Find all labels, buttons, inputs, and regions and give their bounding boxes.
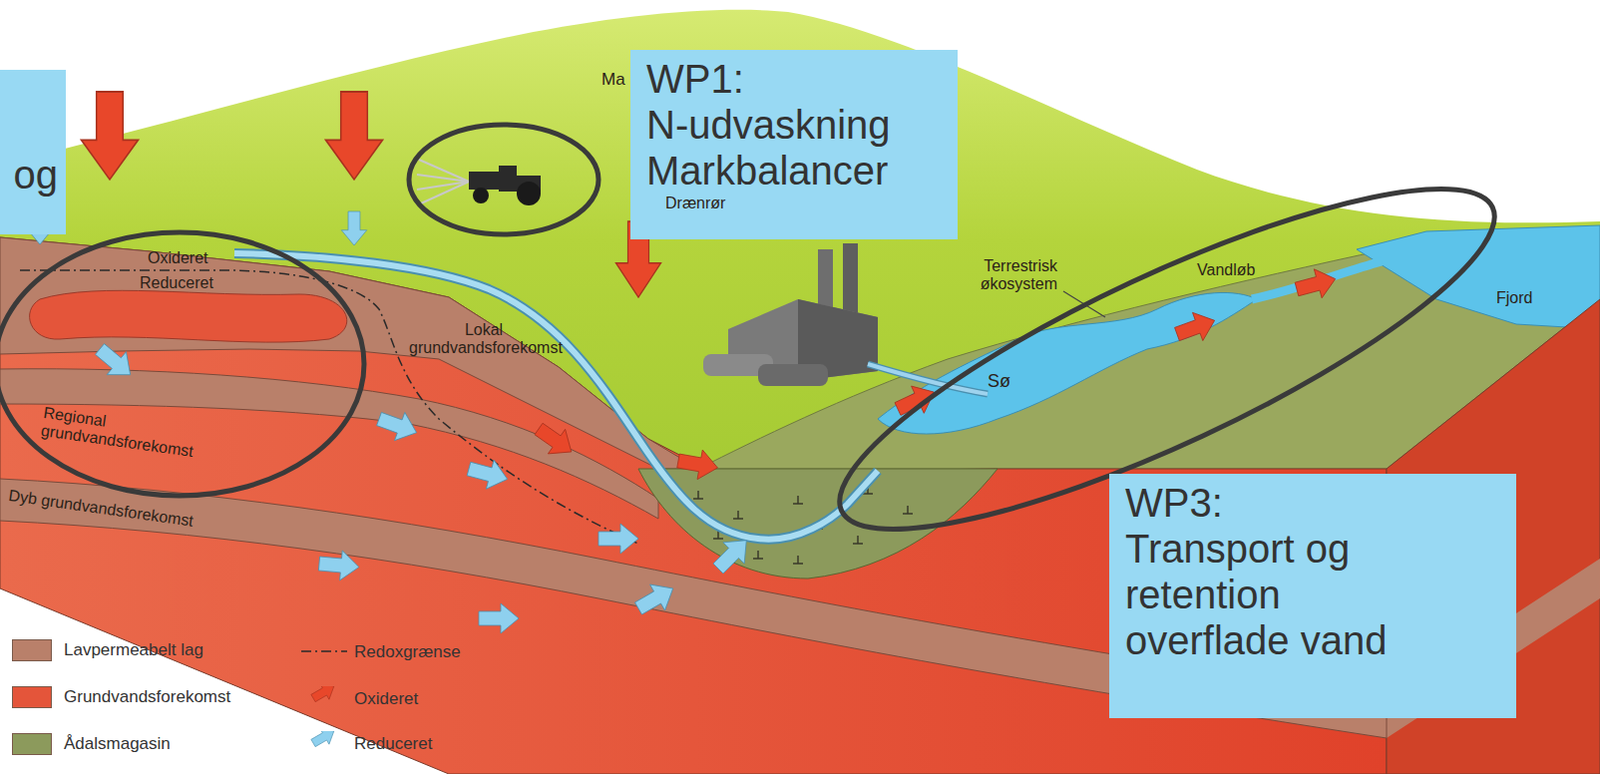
legend-text: Redoxgrænse xyxy=(354,642,461,663)
map-label: Reduceret xyxy=(139,274,214,293)
map-label: Sø xyxy=(987,371,1011,392)
work-package-box: WP3:Transport og retention overflade van… xyxy=(1109,473,1517,719)
map-label: Drænrør xyxy=(665,194,726,213)
map-label: Lokal grundvandsforekomst xyxy=(408,321,559,358)
legend-swatch xyxy=(11,733,52,756)
legend-text: Ådalsmagasin xyxy=(63,734,171,755)
map-label: Oxideret xyxy=(147,249,208,268)
work-package-box: og xyxy=(0,69,66,235)
box-heading: WP3: xyxy=(1125,479,1507,526)
legend-sample xyxy=(299,731,350,756)
legend-swatch xyxy=(11,686,52,709)
legend-text: Oxideret xyxy=(354,689,418,710)
legend-swatch xyxy=(11,639,52,662)
legend-text: Reduceret xyxy=(354,734,432,755)
map-label: Ma xyxy=(601,69,626,89)
map-label: Fjord xyxy=(1496,289,1533,308)
legend-sample xyxy=(299,686,350,711)
box-heading: WP1: xyxy=(646,55,948,102)
box-text: Transport og retention overflade vand xyxy=(1125,525,1440,664)
legend-sample xyxy=(299,639,350,664)
box-heading: og xyxy=(0,151,58,198)
legend-text: Lavpermeabelt lag xyxy=(63,640,204,661)
map-label: Vandløb xyxy=(1197,261,1255,280)
box-text: N-udvaskning Markbalancer xyxy=(646,101,948,194)
legend-text: Grundvandsforekomst xyxy=(63,687,231,708)
map-label: Terrestrisk økosystem xyxy=(957,257,1058,294)
